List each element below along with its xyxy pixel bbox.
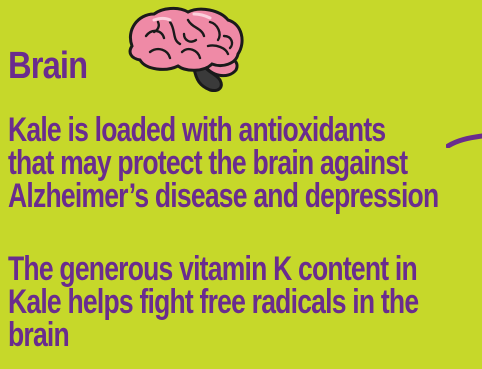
page-title: Brain xyxy=(8,45,88,87)
text-line: Kale is loaded with antioxidants xyxy=(8,111,386,149)
paragraph-vitamin-k: The generous vitamin K content in Kale h… xyxy=(8,250,419,354)
arrow-icon xyxy=(446,133,482,148)
text-line: Alzheimer’s disease and depression xyxy=(8,177,439,215)
text-line: Kale helps fight free radicals in the xyxy=(8,283,419,321)
text-line: that may protect the brain against xyxy=(8,144,408,182)
text-line: The generous vitamin K content in xyxy=(8,250,418,288)
text-line: brain xyxy=(8,316,70,354)
paragraph-antioxidants: Kale is loaded with antioxidants that ma… xyxy=(8,111,439,215)
brain-icon xyxy=(128,6,244,92)
